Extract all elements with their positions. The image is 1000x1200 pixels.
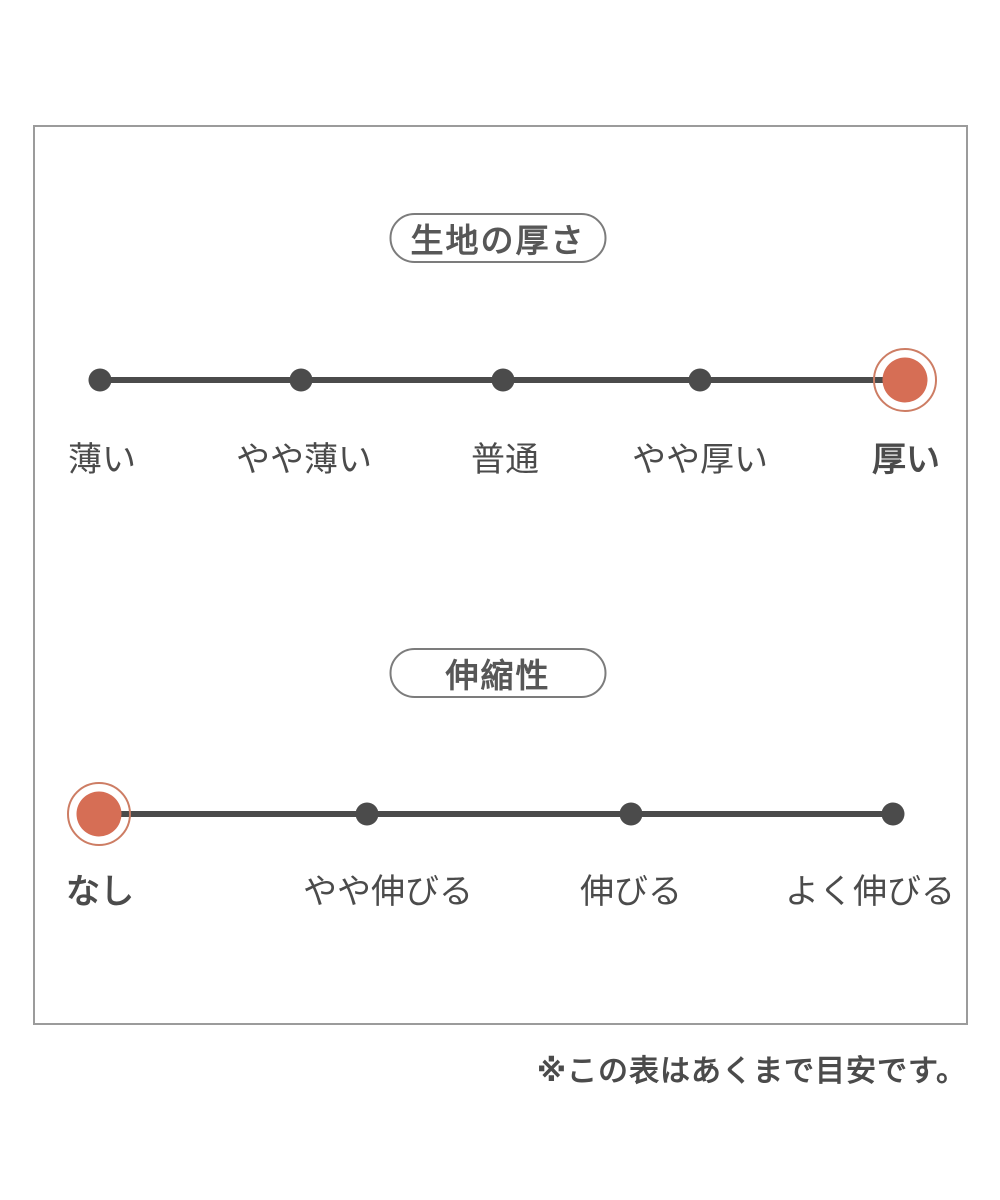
- stretch-dot-somewhat-stretchy: [355, 802, 379, 826]
- thickness-dot-thin: [88, 368, 112, 392]
- stretch-selected-dot-icon: [76, 791, 122, 837]
- thickness-label-somewhat-thin: やや薄い: [236, 441, 372, 479]
- thickness-label-thin: 薄い: [68, 441, 136, 479]
- fabric-thickness-title-badge: 生地の厚さ: [389, 213, 607, 263]
- thickness-label-somewhat-thick: やや厚い: [632, 441, 768, 479]
- stretchability-title-badge: 伸縮性: [389, 648, 607, 698]
- stretch-label-none-selected: なし: [66, 873, 134, 911]
- thickness-dot-normal: [491, 368, 515, 392]
- stretch-dot-very-stretchy: [881, 802, 905, 826]
- thickness-selected-dot-icon: [882, 357, 928, 403]
- stretch-selected-ring-icon: [67, 782, 131, 846]
- thickness-label-thick-selected: 厚い: [872, 441, 940, 479]
- thickness-dot-somewhat-thin: [289, 368, 313, 392]
- fabric-thickness-title: 生地の厚さ: [410, 222, 586, 259]
- stretch-scale-track: [99, 811, 893, 817]
- stretch-label-stretchy: 伸びる: [580, 873, 682, 911]
- stretch-label-very-stretchy: よく伸びる: [785, 873, 955, 911]
- disclaimer-note: ※この表はあくまで目安です。: [536, 1055, 967, 1088]
- stretchability-title: 伸縮性: [445, 657, 551, 694]
- thickness-label-normal: 普通: [471, 441, 539, 479]
- thickness-dot-somewhat-thick: [688, 368, 712, 392]
- stretch-label-somewhat-stretchy: やや伸びる: [303, 873, 473, 911]
- thickness-selected-ring-icon: [873, 348, 937, 412]
- spec-frame: [33, 125, 968, 1025]
- stretch-dot-stretchy: [619, 802, 643, 826]
